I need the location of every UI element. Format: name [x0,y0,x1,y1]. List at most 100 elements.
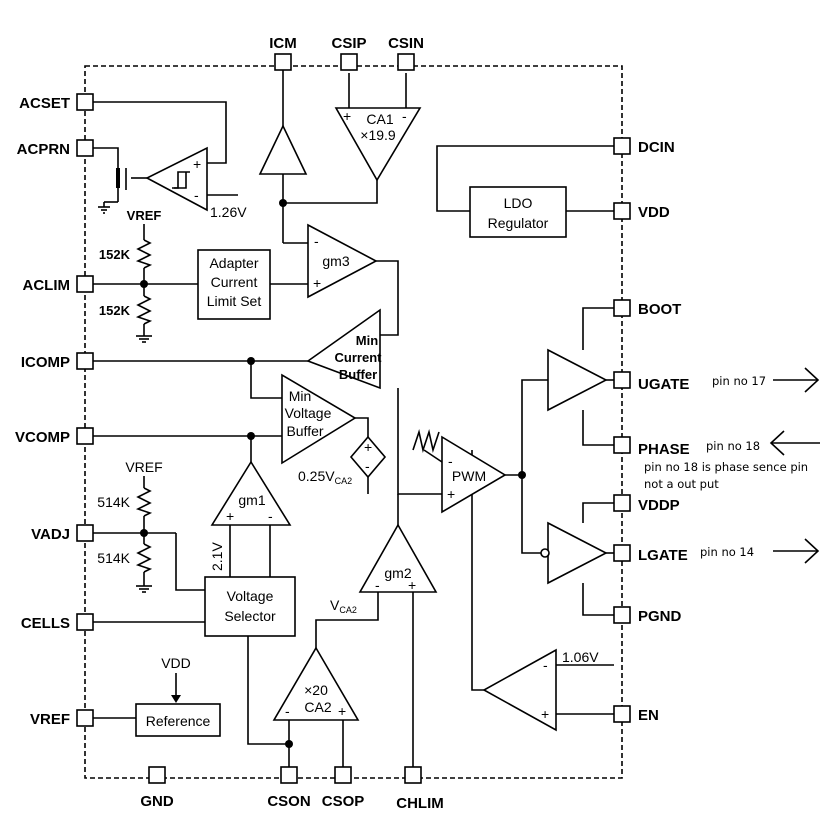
svg-text:-: - [375,577,380,593]
r152k-bottom-label: 152K [99,303,131,318]
svg-text:+: + [408,577,416,593]
pin-vref: VREF [30,711,70,728]
ugate-driver [547,348,608,412]
ca2-amplifier [272,646,360,721]
lgate-driver [547,521,608,585]
junction-dot [518,471,526,479]
voltage-21: 2.1V [209,542,225,571]
svg-text:-: - [194,187,199,203]
pin-csin: CSIN [388,35,424,52]
pin-icomp: ICOMP [21,354,70,371]
pin-vcomp: VCOMP [15,429,70,446]
pin-en: EN [638,707,659,724]
svg-text:-: - [402,108,407,124]
svg-text:-: - [285,703,290,719]
pin-boot: BOOT [638,301,681,318]
pin-icm: ICM [269,35,297,52]
lgate-annotation: pin no 14 [700,545,754,559]
pin-cson: CSON [267,793,310,810]
ldo-label-2: Regulator [488,215,549,231]
svg-text:-: - [365,458,370,474]
gm2-label: gm2 [384,565,411,581]
icm-buffer [258,124,308,175]
ramp-icon [412,429,440,453]
svg-text:+: + [226,508,234,524]
pin-csip: CSIP [331,35,366,52]
svg-text:+: + [343,108,351,124]
ldo-label-1: LDO [504,195,533,211]
pin-phase: PHASE [638,441,690,458]
en-comparator [482,648,557,732]
voltage-selector-label-2: Selector [224,608,276,624]
acprn-comparator [145,146,208,212]
voltage-selector-block [204,576,296,637]
pwm-label: PWM [452,468,486,484]
min-voltage-label-2: Voltage [285,405,332,421]
min-current-label-3: Buffer [339,367,377,382]
min-current-label-1: Min [356,333,378,348]
voltage-126: 1.26V [210,204,247,220]
acprn-mosfet [116,168,120,188]
right-arrow-icon [773,367,820,393]
reference-label: Reference [146,713,211,729]
adapter-current-limit-block [197,249,271,320]
r514k-bottom-label: 514K [97,550,130,566]
junction-dot [140,529,148,537]
r514k-top-label: 514K [97,494,130,510]
min-voltage-buffer [281,373,357,465]
pin-csop: CSOP [322,793,365,810]
pin-dcin: DCIN [638,139,675,156]
resistor-514k-bottom [135,543,153,573]
resistor-514k-top [135,487,153,517]
min-current-buffer [306,308,381,390]
voltage-106: 1.06V [562,649,599,665]
adapter-label-3: Limit Set [207,293,262,309]
junction-dot [279,199,287,207]
dependent-voltage-source [349,435,387,479]
adapter-label-2: Current [211,274,258,290]
voltage-selector-label-1: Voltage [227,588,274,604]
resistor-152k-top [135,239,153,269]
pin-vdd: VDD [638,204,670,221]
left-arrow-icon [769,430,820,456]
gm2-amplifier [358,523,438,593]
min-voltage-label-1: Min [289,388,312,404]
gm1-amplifier [210,460,292,526]
pwm-comparator [441,435,507,514]
ca1-amplifier [334,107,422,182]
ca1-name: CA1 [366,111,393,127]
junction-dot [140,280,148,288]
phase-annotation: pin no 18 [706,439,760,453]
pin-acprn: ACPRN [17,141,70,158]
gm1-label: gm1 [238,492,265,508]
gm3-label: gm3 [322,253,349,269]
vca2-label: VCA2 [330,597,357,615]
svg-text:-: - [268,508,273,524]
junction-dot [247,432,255,440]
pin-vadj: VADJ [31,526,70,543]
adapter-label-1: Adapter [209,255,258,271]
vdd-ref-label: VDD [161,655,191,671]
ca1-gain: ×19.9 [360,127,396,143]
svg-text:+: + [541,706,549,722]
svg-text:+: + [338,703,346,719]
pin-acset: ACSET [19,95,70,112]
pin-pgnd: PGND [638,608,682,625]
pin-aclim: ACLIM [23,277,71,294]
ugate-annotation: pin no 17 [712,374,766,388]
ca2-name: CA2 [304,699,331,715]
r152k-top-label: 152K [99,247,131,262]
svg-text:+: + [193,156,201,172]
svg-text:-: - [543,657,548,673]
right-arrow-icon [773,538,820,564]
min-voltage-label-3: Buffer [286,423,323,439]
vref-mid-label: VREF [125,459,162,475]
gm3-amplifier [307,223,378,299]
min-current-label-2: Current [335,350,383,365]
lgate-inverter-bubble [540,548,550,558]
v025-label: 0.25VCA2 [298,468,352,486]
resistor-152k-bottom [135,295,153,325]
ca2-gain: ×20 [304,682,328,698]
